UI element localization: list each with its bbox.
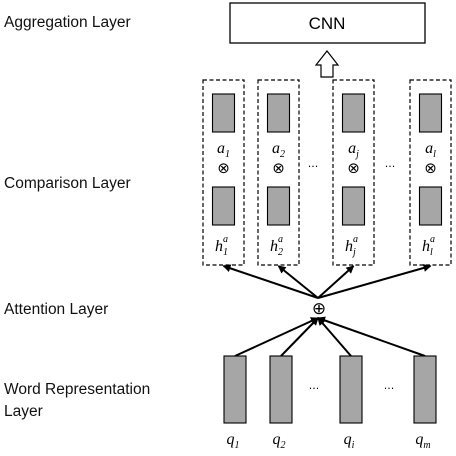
- comparison-layer-label: Comparison Layer: [4, 175, 131, 192]
- attention-layer-label: Attention Layer: [4, 301, 109, 318]
- circle-times-icon: ⊗: [347, 159, 360, 177]
- ellipsis-label: ···: [385, 160, 396, 173]
- attended-vector-block: [418, 93, 443, 133]
- circle-times-icon: ⊗: [424, 159, 437, 177]
- circle-times-icon: ⊗: [272, 159, 285, 177]
- attended-vector-label: aj: [348, 140, 359, 160]
- hidden-vector-block: [211, 186, 236, 226]
- word-vector: qm: [413, 355, 437, 451]
- word-vector: q1: [223, 355, 247, 451]
- attention-arrows: [222, 264, 432, 357]
- word-vector-label: qm: [415, 431, 430, 451]
- hidden-vector-block: [266, 186, 291, 226]
- word-vector-block: [223, 355, 247, 424]
- attended-vector-label: a1: [217, 140, 230, 160]
- circle-plus-icon: ⊕: [312, 299, 326, 319]
- ellipsis-label: ···: [309, 382, 320, 395]
- input-arrow: [280, 317, 319, 357]
- attended-vector-label: a2: [272, 140, 285, 160]
- ellipsis-label: ···: [308, 160, 319, 173]
- word-vector-block: [339, 355, 363, 424]
- attended-vector-block: [341, 93, 366, 133]
- word-representation-layer-label-line1: Word Representation: [4, 381, 151, 398]
- output-arrow: [222, 264, 319, 299]
- ellipsis-label: ···: [384, 382, 395, 395]
- hollow-up-arrow-icon: [314, 50, 340, 78]
- aggregation-layer-label: Aggregation Layer: [4, 14, 131, 31]
- word-vector: q2: [269, 355, 293, 451]
- output-arrow: [317, 265, 355, 299]
- word-vector-block: [413, 355, 437, 424]
- word-vector-block: [269, 355, 293, 424]
- word-vectors: q1 q2 qi qm: [223, 355, 437, 451]
- word-representation-layer-label-line2: Layer: [4, 403, 43, 420]
- comparison-ellipses: ··· ···: [308, 160, 396, 173]
- attended-vector-label: al: [425, 140, 436, 160]
- word-ellipses: ··· ···: [309, 382, 395, 395]
- attended-vector-block: [211, 93, 236, 133]
- word-vector-label: qi: [344, 431, 355, 451]
- cnn-box: [229, 2, 426, 44]
- word-vector-label: q2: [273, 431, 286, 451]
- word-vector: qi: [339, 355, 363, 451]
- word-vector-label: q1: [227, 431, 240, 451]
- output-arrow: [277, 265, 319, 299]
- hidden-vector-block: [418, 186, 443, 226]
- attended-vector-block: [266, 93, 291, 133]
- input-arrow: [234, 317, 319, 357]
- input-arrow: [317, 316, 426, 357]
- hidden-vector-block: [341, 186, 366, 226]
- input-arrow: [317, 317, 352, 357]
- cnn-label: CNN: [309, 14, 346, 33]
- circle-times-icon: ⊗: [217, 159, 230, 177]
- output-arrow: [317, 264, 432, 299]
